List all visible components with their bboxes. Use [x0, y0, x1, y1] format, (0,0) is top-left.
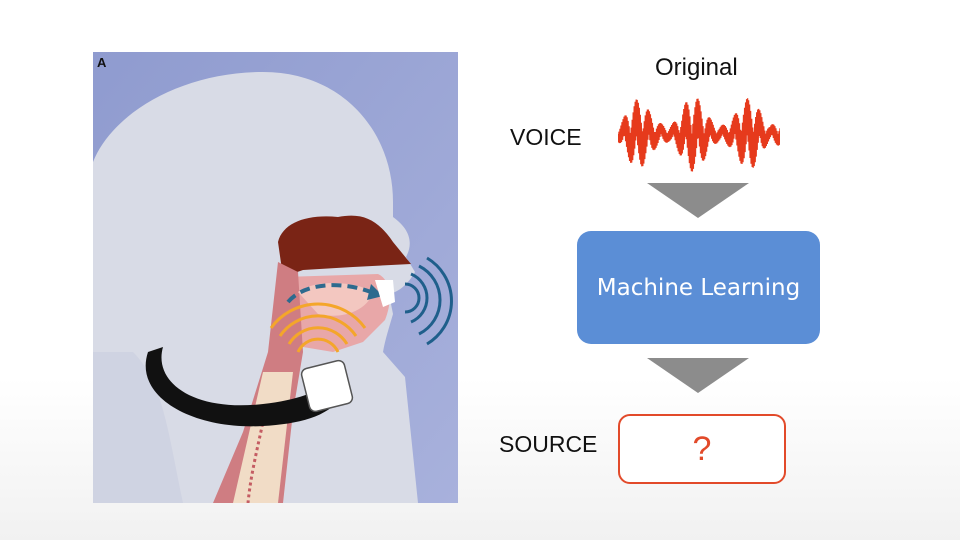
source-result-box: ?	[618, 414, 786, 484]
vocal-tract-illustration: A	[93, 52, 458, 503]
teeth	[375, 280, 395, 307]
waveform-line	[618, 98, 780, 172]
throat-sound-waves	[269, 302, 367, 353]
down-arrow-to-source	[647, 358, 749, 393]
voice-label: VOICE	[510, 124, 582, 150]
source-label: SOURCE	[499, 431, 598, 457]
esophagus-line	[246, 411, 267, 503]
original-label: Original	[655, 54, 738, 81]
airflow-arrow	[286, 283, 372, 304]
neck-shadow	[93, 352, 183, 503]
sensor-device	[300, 359, 354, 413]
mouth-sound-waves	[404, 256, 453, 346]
panel-label: A	[97, 55, 107, 70]
machine-learning-label: Machine Learning	[596, 274, 801, 301]
airflow-arrowhead	[367, 284, 383, 300]
machine-learning-box: Machine Learning	[577, 231, 820, 344]
source-unknown-mark: ?	[692, 429, 712, 468]
nasal-cavity	[278, 215, 411, 277]
voice-waveform	[618, 98, 780, 172]
neck-band	[145, 347, 341, 427]
tongue	[298, 283, 373, 316]
down-arrow-to-ml	[647, 183, 749, 218]
